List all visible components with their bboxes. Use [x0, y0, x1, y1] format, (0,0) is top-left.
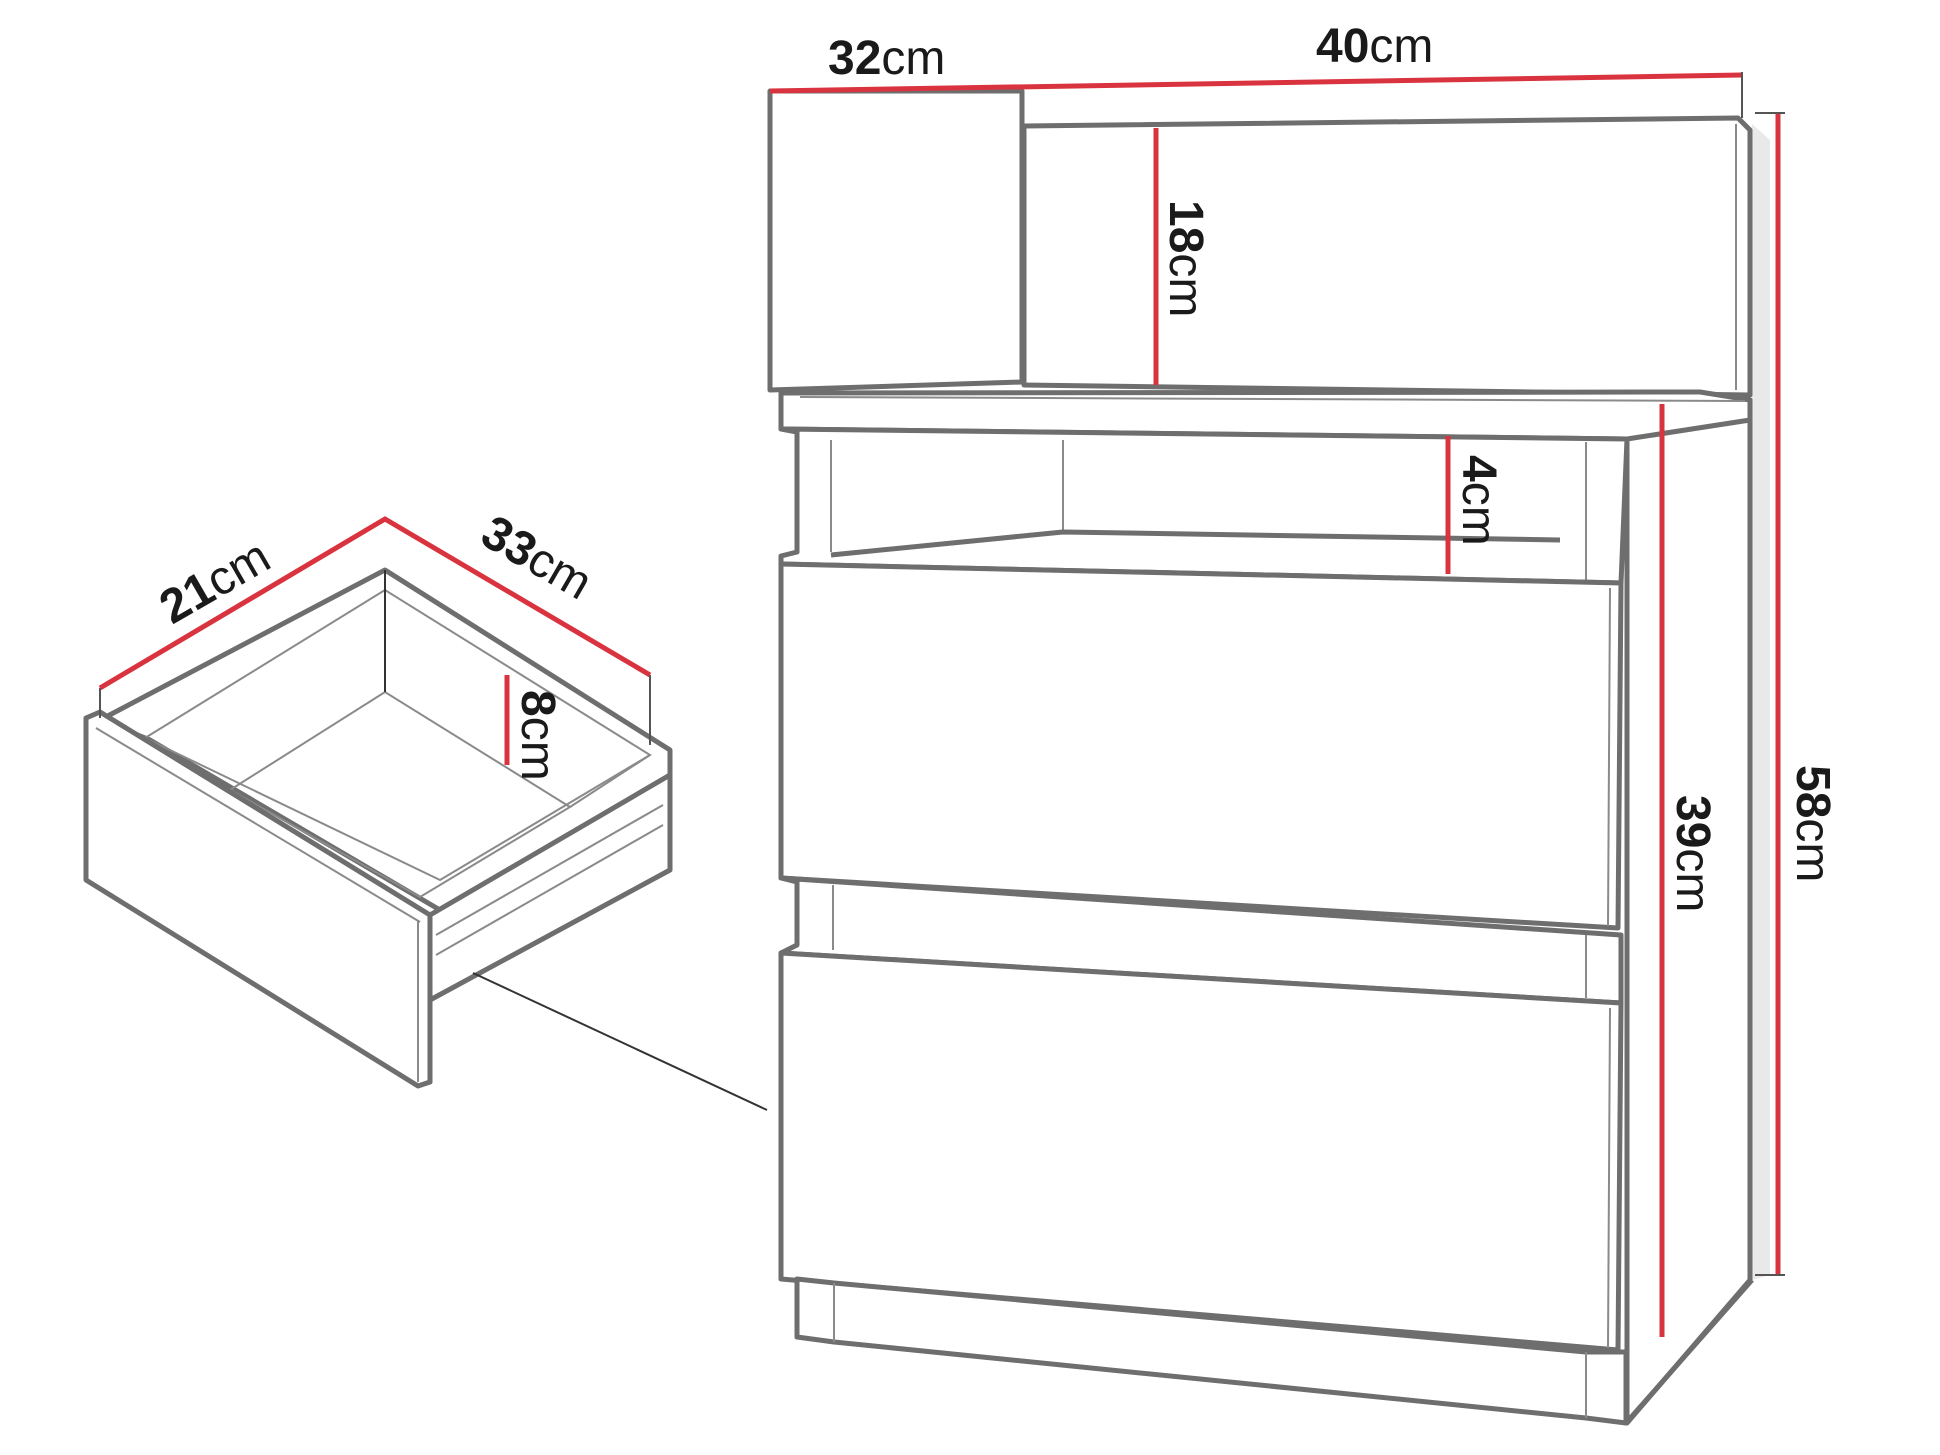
- cabinet-base-diagonal: [1624, 1278, 1754, 1425]
- depth-unit: cm: [881, 32, 945, 85]
- drawer-side-inner-line: [569, 754, 651, 808]
- open-niche: [778, 426, 1630, 586]
- label-width: 40cm: [1316, 20, 1433, 73]
- niche-height-value: 4: [1452, 455, 1505, 482]
- top-shelf-height-value: 18: [1159, 200, 1212, 253]
- top-unit-back-panel: [1021, 115, 1753, 398]
- body-height-unit: cm: [1666, 848, 1719, 912]
- svg-text:18cm: 18cm: [1159, 200, 1212, 317]
- svg-text:4cm: 4cm: [1452, 455, 1505, 546]
- svg-text:40cm: 40cm: [1316, 20, 1433, 73]
- drawer-height-value: 8: [511, 690, 564, 717]
- label-depth: 32cm: [828, 32, 945, 85]
- label-drawer-depth: 33cm: [473, 506, 601, 611]
- svg-text:39cm: 39cm: [1666, 795, 1719, 912]
- label-total-height: 58cm: [1786, 765, 1839, 882]
- body-height-value: 39: [1666, 795, 1719, 848]
- total-height-value: 58: [1786, 765, 1839, 818]
- label-top-shelf-height: 18cm: [1159, 200, 1212, 317]
- depth-value: 32: [828, 32, 881, 85]
- top-shelf-height-unit: cm: [1159, 253, 1212, 317]
- width-unit: cm: [1369, 20, 1433, 73]
- drawer-1-front: [778, 561, 1624, 931]
- drawer-front-top-bevel: [95, 727, 421, 923]
- drawer-1-right-edge: [1607, 587, 1611, 927]
- cabinet-side-shadow: [1752, 124, 1770, 1280]
- label-body-height: 39cm: [1666, 795, 1719, 912]
- drawer-runner-line-1: [435, 804, 664, 936]
- cabinet: [767, 88, 1770, 1426]
- drawer-width-depth-dimension-line: [98, 516, 652, 691]
- svg-text:58cm: 58cm: [1786, 765, 1839, 882]
- top-unit-left-panel: [767, 88, 1025, 393]
- drawer-detail: 21cm 33cm 8cm: [83, 506, 768, 1111]
- svg-text:8cm: 8cm: [511, 690, 564, 781]
- drawer-runner-line-2: [435, 824, 664, 956]
- width-depth-dimension-line: [769, 72, 1743, 94]
- cabinet-dimensions: [769, 72, 1785, 1337]
- niche-floor: [830, 529, 1561, 558]
- svg-text:33cm: 33cm: [473, 506, 601, 611]
- drawer-connector-line: [472, 972, 768, 1111]
- niche-height-unit: cm: [1452, 482, 1505, 546]
- label-niche-height: 4cm: [1452, 455, 1505, 546]
- width-value: 40: [1316, 20, 1369, 73]
- cabinet-side-face: [1624, 407, 1753, 1426]
- label-drawer-height: 8cm: [511, 690, 564, 781]
- countertop-back-edge: [799, 396, 1746, 402]
- svg-text:32cm: 32cm: [828, 32, 945, 85]
- drawer-2-right-edge: [1607, 1007, 1611, 1349]
- total-height-unit: cm: [1786, 818, 1839, 882]
- drawer-height-unit: cm: [511, 717, 564, 781]
